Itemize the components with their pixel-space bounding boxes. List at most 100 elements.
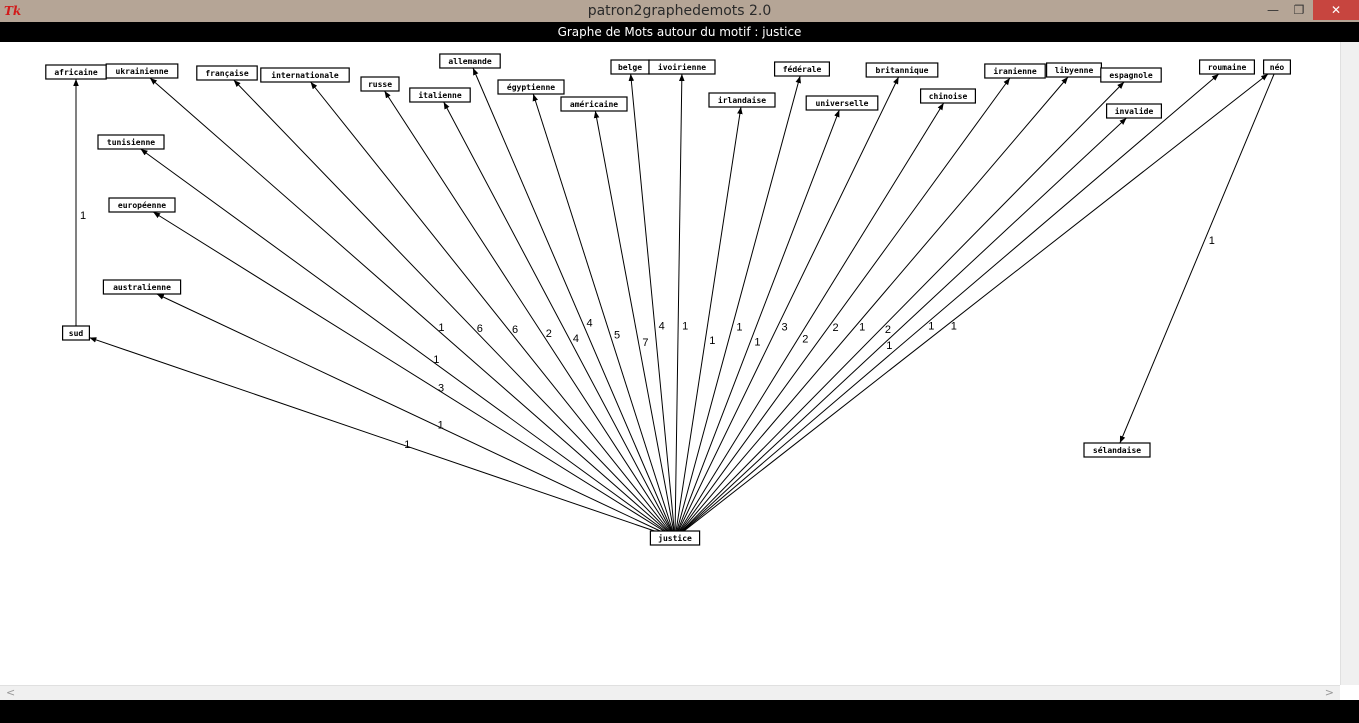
status-bar (0, 700, 1359, 723)
node-label: chinoise (929, 91, 968, 101)
graph-edge (384, 90, 671, 532)
graph-node[interactable]: italienne (409, 87, 471, 103)
nodes-layer: africaine ukrainienne française internation… (45, 53, 1291, 546)
node-box (97, 134, 165, 150)
graph-edge (89, 337, 655, 532)
graph-edge (676, 75, 801, 532)
node-label: internationale (271, 70, 339, 80)
edge-weight: 4 (586, 318, 592, 330)
edge-weight: 1 (951, 320, 957, 332)
graph-edge (682, 73, 1220, 532)
node-box (649, 530, 701, 546)
edge-weight: 1 (859, 322, 865, 334)
graph-node[interactable]: africaine (45, 64, 107, 80)
node-label: invalide (1115, 106, 1154, 116)
edge-weight: 1 (736, 321, 742, 333)
node-label: universelle (816, 98, 869, 108)
node-box (196, 65, 258, 81)
edge-weight: 3 (781, 322, 787, 334)
edge-weight: 2 (833, 322, 839, 334)
graph-edge (472, 67, 673, 532)
graph-node[interactable]: allemande (439, 53, 501, 69)
edge-weight: 1 (433, 354, 439, 366)
graph-edge (1119, 73, 1275, 444)
graph-node[interactable]: irlandaise (708, 92, 776, 108)
graph-edge (156, 293, 661, 532)
graph-node[interactable]: française (196, 65, 258, 81)
minimize-button[interactable]: — (1267, 3, 1279, 17)
horizontal-scrollbar[interactable]: < > (0, 685, 1340, 701)
node-box (919, 88, 976, 104)
graph-caption: Graphe de Mots autour du motif : justice (0, 22, 1359, 42)
graph-node[interactable]: justice (649, 530, 701, 546)
graph-node[interactable]: espagnole (1100, 67, 1162, 83)
node-box (648, 59, 716, 75)
node-label: sélandaise (1093, 445, 1141, 455)
graph-edge (674, 73, 685, 532)
graph-node[interactable]: européenne (108, 197, 176, 213)
graph-node[interactable]: roumaine (1198, 59, 1255, 75)
node-box (805, 95, 879, 111)
edges-layer (73, 67, 1275, 532)
node-box (260, 67, 350, 83)
graph-node[interactable]: britannique (865, 62, 939, 78)
graph-node[interactable]: ivoirienne (648, 59, 716, 75)
node-label: britannique (876, 65, 929, 75)
node-box (61, 325, 90, 341)
edge-weight: 2 (546, 328, 552, 340)
node-box (1262, 59, 1291, 75)
graph-node[interactable]: néo (1262, 59, 1291, 75)
node-label: néo (1270, 62, 1285, 72)
edge-weight: 1 (1209, 235, 1215, 247)
edge-weight: 1 (404, 439, 410, 451)
graph-node[interactable]: universelle (805, 95, 879, 111)
tk-icon: Tk (4, 4, 22, 18)
graph-node[interactable]: iranienne (984, 63, 1046, 79)
window-title: patron2graphedemots 2.0 (587, 3, 772, 19)
graph-edge (679, 77, 1011, 532)
node-label: ivoirienne (658, 62, 706, 72)
edge-weight: 6 (477, 323, 483, 335)
graph-node[interactable]: chinoise (919, 88, 976, 104)
node-box (1198, 59, 1255, 75)
graph-node[interactable]: invalide (1105, 103, 1162, 119)
graph-edge (682, 117, 1127, 532)
edge-weight: 2 (885, 324, 891, 336)
node-box (105, 63, 179, 79)
node-box (560, 96, 628, 112)
scroll-left-icon[interactable]: < (6, 686, 16, 699)
node-box (360, 76, 400, 92)
node-box (439, 53, 501, 69)
graph-node[interactable]: ukrainienne (105, 63, 179, 79)
graph-node[interactable]: libyenne (1045, 62, 1102, 78)
graph-node[interactable]: russe (360, 76, 400, 92)
edge-weight: 1 (709, 335, 715, 347)
close-button[interactable]: ✕ (1313, 0, 1359, 20)
node-label: ukrainienne (116, 66, 169, 76)
node-label: européenne (118, 200, 166, 210)
graph-node[interactable]: sud (61, 325, 90, 341)
edge-weight: 1 (928, 320, 934, 332)
scroll-right-icon[interactable]: > (1324, 686, 1334, 699)
maximize-button[interactable]: ❐ (1293, 3, 1305, 17)
graph-node[interactable]: sélandaise (1083, 442, 1151, 458)
edge-weight: 3 (438, 382, 444, 394)
edge-weight: 1 (754, 337, 760, 349)
graph-edge (233, 79, 669, 532)
graph-node[interactable]: belge (610, 59, 650, 75)
node-box (409, 87, 471, 103)
graph-edge (532, 93, 674, 532)
graph-node[interactable]: tunisienne (97, 134, 165, 150)
graph-node[interactable]: fédérale (773, 61, 830, 77)
graph-edge (683, 73, 1269, 532)
edge-weight: 4 (659, 320, 665, 332)
node-label: italienne (418, 90, 462, 100)
graph-node[interactable]: australienne (102, 279, 182, 295)
node-label: belge (618, 63, 642, 72)
vertical-scrollbar[interactable] (1340, 42, 1359, 685)
graph-node[interactable]: égyptienne (497, 79, 565, 95)
graph-node[interactable]: américaine (560, 96, 628, 112)
graph-node[interactable]: internationale (260, 67, 350, 83)
